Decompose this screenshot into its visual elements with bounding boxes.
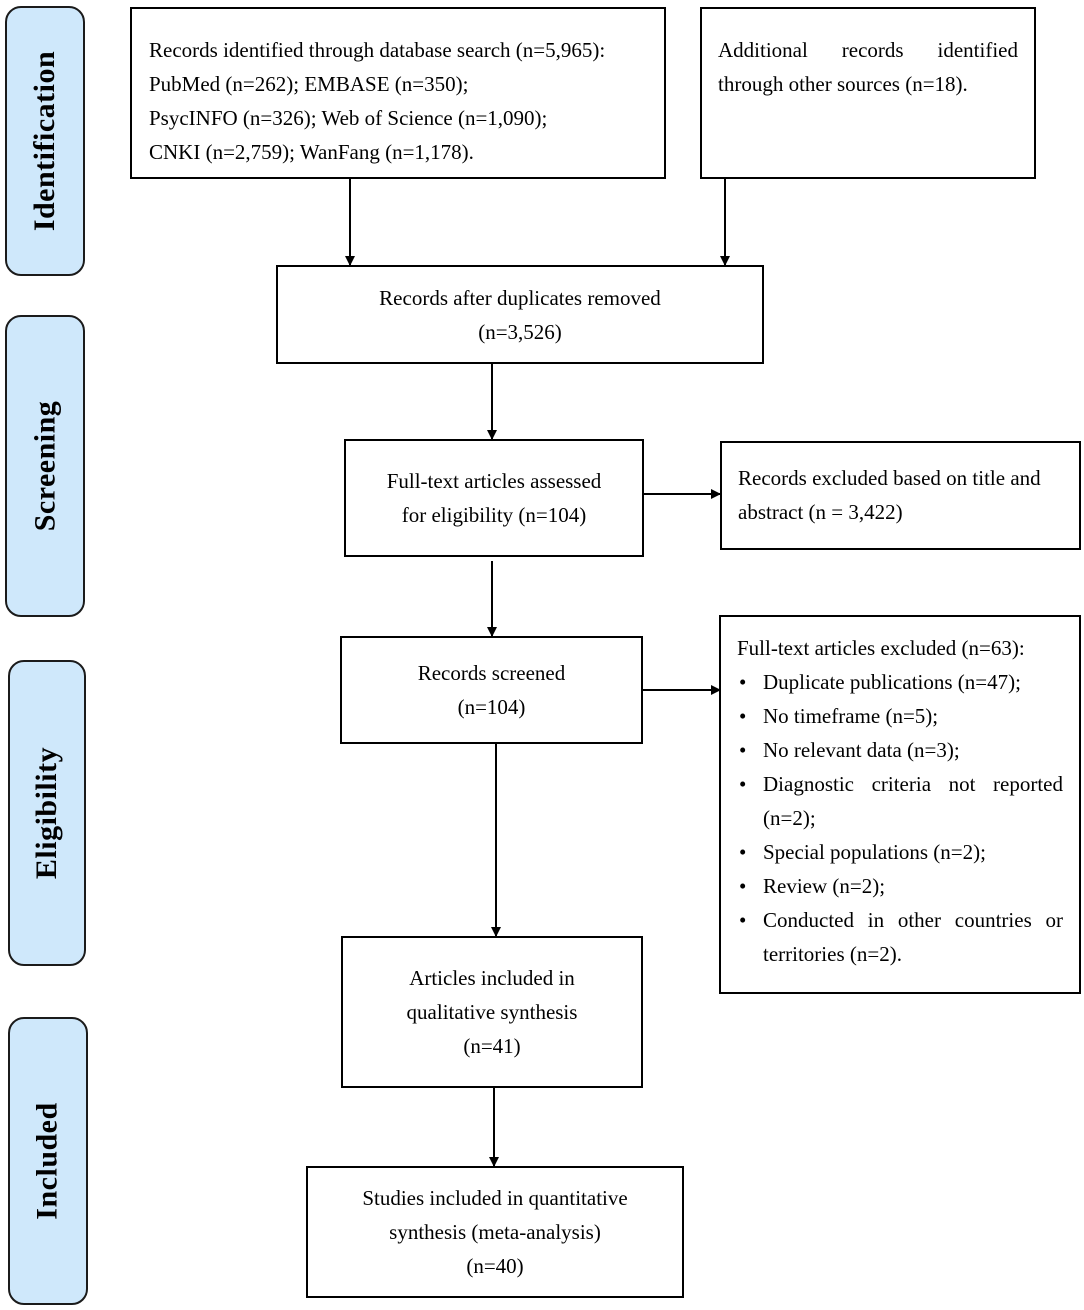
qualitative-count: (n=41) <box>463 1034 521 1058</box>
fulltext-assessed-line-2: for eligibility (n=104) <box>401 503 587 527</box>
exclusion-reason: Review (n=2); <box>737 869 1063 903</box>
quantitative-line-2: synthesis (meta-analysis) <box>389 1220 601 1244</box>
exclusion-reasons-list: Duplicate publications (n=47); No timefr… <box>737 665 1063 971</box>
other-sources-text: Additional records identified through ot… <box>718 38 1018 96</box>
database-search-box: Records identified through database sear… <box>130 7 666 179</box>
duplicates-removed-box: Records after duplicates removed (n=3,52… <box>276 265 764 364</box>
fulltext-assessed-line-1: Full-text articles assessed <box>386 469 602 493</box>
duplicates-removed-label: Records after duplicates removed <box>379 285 661 310</box>
phase-screening: Screening <box>5 315 85 617</box>
exclusion-reason: No relevant data (n=3); <box>737 733 1063 767</box>
quantitative-count: (n=40) <box>466 1254 524 1278</box>
database-search-line-1: Records identified through database sear… <box>149 38 606 62</box>
exclusion-reason: Conducted in other countries or territor… <box>737 903 1063 971</box>
records-screened-box: Records screened (n=104) <box>340 636 643 744</box>
phase-eligibility: Eligibility <box>8 660 86 966</box>
excluded-title-abstract-text: Records excluded based on title and abst… <box>738 466 1041 524</box>
qualitative-line-1: Articles included in <box>409 966 575 990</box>
quantitative-line-1: Studies included in quantitative <box>362 1186 628 1210</box>
fulltext-assessed-box: Full-text articles assessed for eligibil… <box>344 439 644 557</box>
exclusion-reason: Duplicate publications (n=47); <box>737 665 1063 699</box>
qualitative-line-2: qualitative synthesis <box>406 1000 578 1024</box>
excluded-title-abstract-box: Records excluded based on title and abst… <box>720 441 1081 550</box>
duplicates-removed-count: (n=3,526) <box>478 319 562 344</box>
records-screened-count: (n=104) <box>457 695 526 719</box>
database-search-line-3: PsycINFO (n=326); Web of Science (n=1,09… <box>149 106 548 130</box>
qualitative-synthesis-box: Articles included in qualitative synthes… <box>341 936 643 1088</box>
exclusion-reason: Diagnostic criteria not reported (n=2); <box>737 767 1063 835</box>
exclusion-reason: No timeframe (n=5); <box>737 699 1063 733</box>
exclusion-reason: Special populations (n=2); <box>737 835 1063 869</box>
fulltext-excluded-heading: Full-text articles excluded (n=63): <box>737 636 1025 660</box>
records-screened-label: Records screened <box>417 661 566 685</box>
phase-identification: Identification <box>5 6 85 276</box>
fulltext-excluded-box: Full-text articles excluded (n=63): Dupl… <box>719 615 1081 994</box>
phase-included: Included <box>8 1017 88 1305</box>
other-sources-box: Additional records identified through ot… <box>700 7 1036 179</box>
database-search-line-4: CNKI (n=2,759); WanFang (n=1,178). <box>149 140 474 164</box>
database-search-line-2: PubMed (n=262); EMBASE (n=350); <box>149 72 469 96</box>
quantitative-synthesis-box: Studies included in quantitative synthes… <box>306 1166 684 1298</box>
